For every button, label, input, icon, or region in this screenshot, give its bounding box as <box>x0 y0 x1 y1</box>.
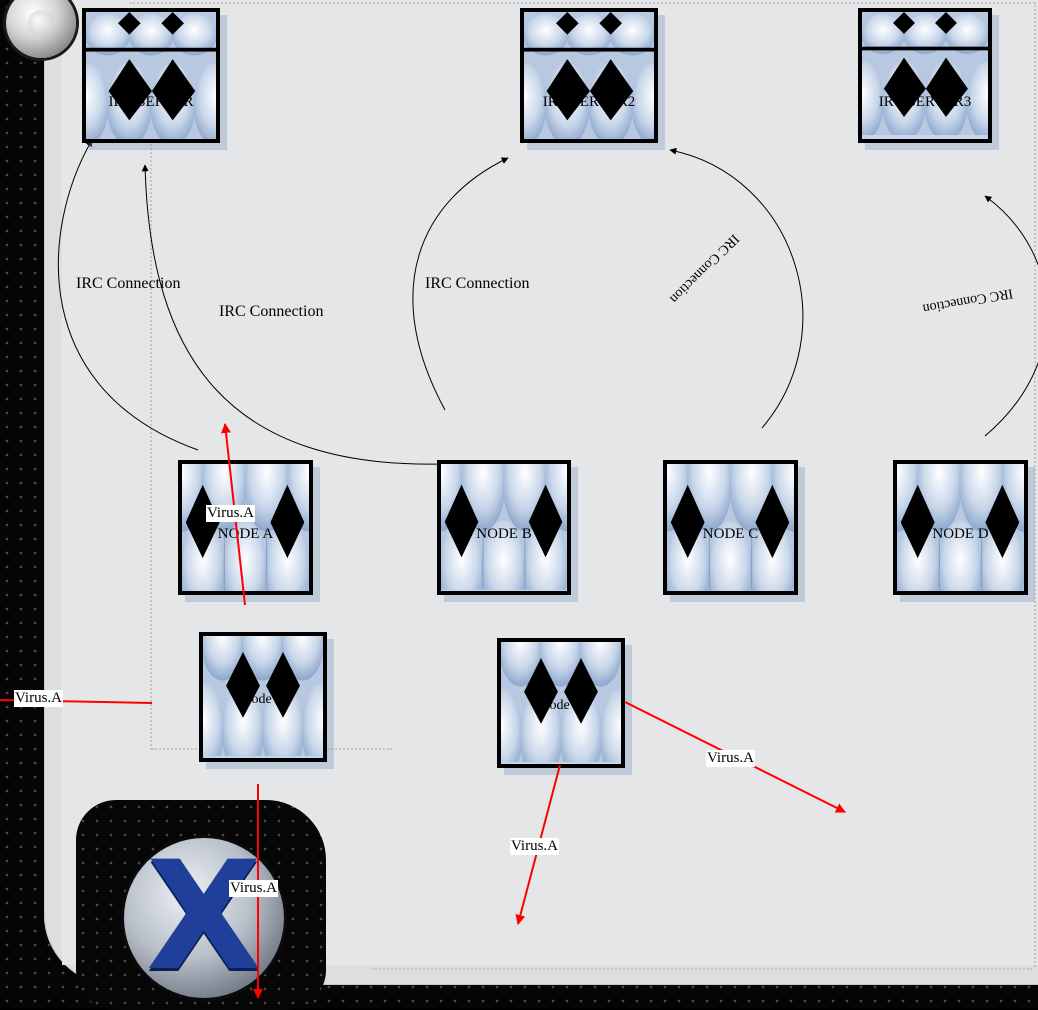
virus-label: Virus.A <box>206 505 255 522</box>
virus-label: Virus.A <box>229 880 278 897</box>
virus-label: Virus.A <box>706 750 755 767</box>
virus-label: Virus.A <box>510 838 559 855</box>
virus-label: Virus.A <box>14 690 63 707</box>
connection-label: IRC Connection <box>425 275 529 293</box>
connection-label: IRC Connection <box>219 303 323 321</box>
connection-label: IRC Connection <box>76 275 180 293</box>
